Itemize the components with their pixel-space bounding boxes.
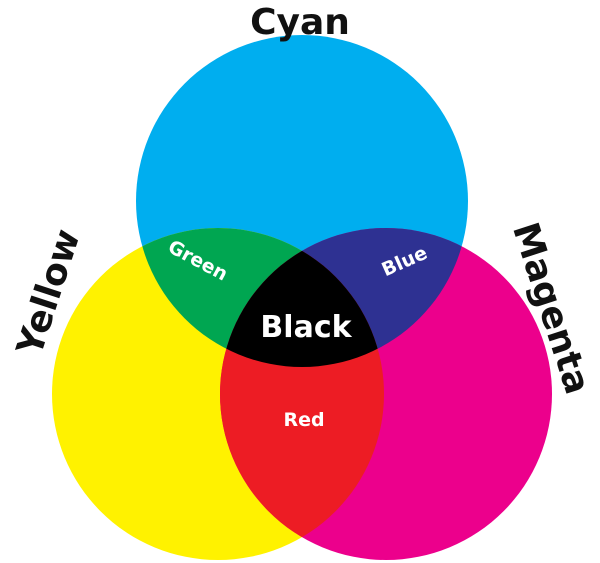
- cyan-label: Cyan: [250, 2, 350, 43]
- red-label: Red: [283, 409, 324, 431]
- black-overlap: [220, 228, 384, 367]
- black-label: Black: [260, 310, 352, 345]
